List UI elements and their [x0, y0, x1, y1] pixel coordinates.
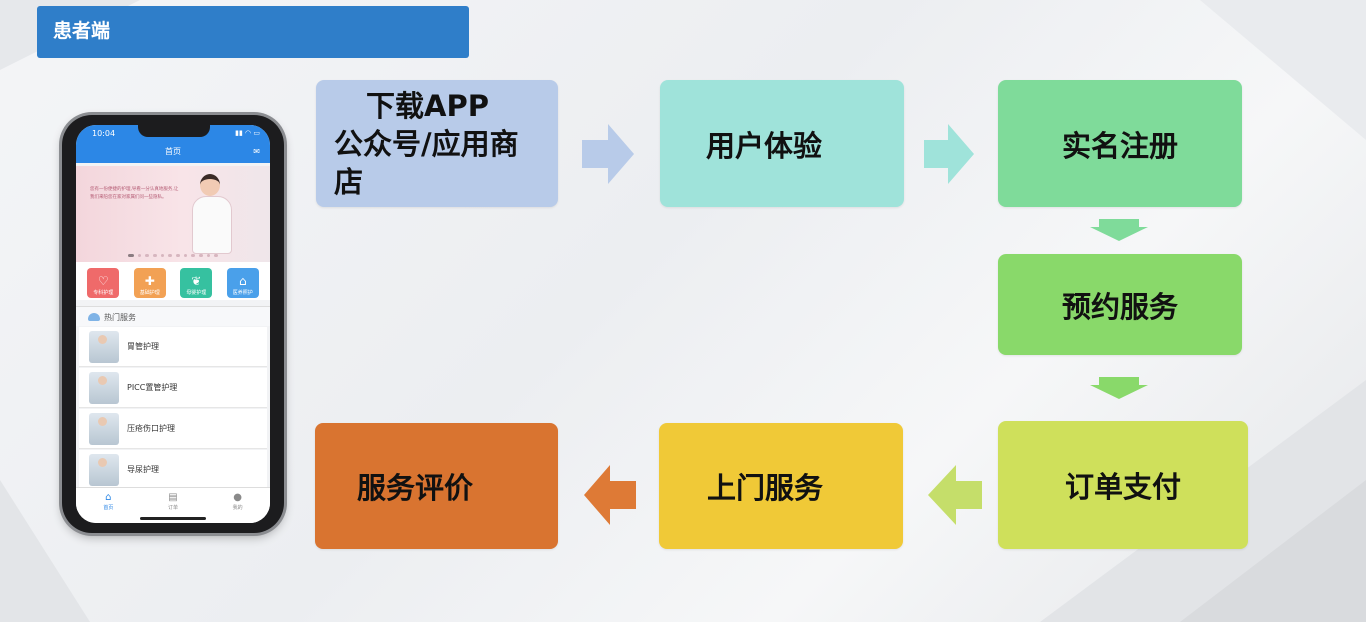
section-header: 患者端: [37, 6, 469, 58]
tab-profile[interactable]: ● 我的: [233, 492, 243, 523]
step-download-line3: 店: [334, 163, 363, 201]
home-icon: ⌂: [105, 492, 111, 504]
list-item[interactable]: 压疮伤口护理: [79, 409, 267, 449]
arrow-right-icon: [924, 124, 974, 184]
tab-label: 首页: [103, 504, 113, 511]
step-appointment: 预约服务: [998, 254, 1242, 355]
list-item[interactable]: 胃管护理: [79, 327, 267, 367]
hot-services-title: 热门服务: [104, 313, 136, 322]
first-aid-icon: ✚ 基础护理: [134, 268, 166, 298]
tab-label: 订单: [168, 504, 178, 511]
step-service-review: 服务评价: [315, 423, 558, 549]
step-label: 预约服务: [1062, 284, 1178, 326]
banner-pagination: [128, 254, 218, 258]
quick-entry-label: 专科护理: [93, 289, 113, 296]
step-label: 订单支付: [1065, 464, 1181, 506]
quick-entry-label: 母婴护理: [186, 289, 206, 296]
step-real-name-register: 实名注册: [998, 80, 1242, 207]
service-list: 胃管护理 PICC置管护理 压疮伤口护理 导尿护理: [76, 327, 270, 490]
hands-icon: ❦ 母婴护理: [180, 268, 212, 298]
order-icon: ▤: [168, 492, 177, 504]
phone-frame: 10:04 ▮▮ ◠ ▭ 首页 ✉ 您有一份便捷的护理,导看一分认真地服务,让我…: [62, 115, 284, 533]
arrow-right-icon: [582, 124, 634, 184]
step-order-payment: 订单支付: [998, 421, 1248, 549]
quick-entry-label: 基础护理: [140, 289, 160, 296]
phone-screen: 10:04 ▮▮ ◠ ▭ 首页 ✉ 您有一份便捷的护理,导看一分认真地服务,让我…: [76, 125, 270, 523]
step-home-visit: 上门服务: [659, 423, 903, 549]
bottom-tab-bar: ⌂ 首页 ▤ 订单 ● 我的: [76, 487, 270, 523]
user-icon: ●: [233, 492, 242, 504]
service-name: 压疮伤口护理: [127, 423, 175, 434]
status-time: 10:04: [92, 129, 115, 138]
service-thumbnail: [89, 331, 119, 363]
home-indicator: [140, 517, 206, 520]
service-name: 胃管护理: [127, 341, 159, 352]
arrow-left-icon: [584, 465, 636, 525]
tab-home[interactable]: ⌂ 首页: [103, 492, 113, 523]
step-user-experience: 用户体验: [660, 80, 904, 207]
quick-entry-label: 医养照护: [233, 289, 253, 296]
step-download-app: 下载APP 公众号/应用商 店: [316, 80, 558, 207]
nurse-image-body: [192, 196, 232, 254]
promo-banner[interactable]: 您有一份便捷的护理,导看一分认真地服务,让我们来陪您在家对家属们问一些隐私。: [76, 166, 270, 262]
quick-entry-row: ♡ 专科护理 ✚ 基础护理 ❦ 母婴护理: [76, 262, 270, 300]
step-download-line1: 下载APP: [334, 87, 489, 125]
step-label: 实名注册: [1062, 123, 1178, 165]
app-nav-bar: 首页 ✉: [76, 143, 270, 163]
home-care-icon: ⌂ 医养照护: [227, 268, 259, 298]
list-item[interactable]: PICC置管护理: [79, 368, 267, 408]
heart-icon: ♡ 专科护理: [87, 268, 119, 298]
quick-entry-specialty[interactable]: ♡ 专科护理: [87, 268, 119, 298]
signal-battery-icon: ▮▮ ◠ ▭: [235, 129, 260, 137]
banner-text: 您有一份便捷的护理,导看一分认真地服务,让我们来陪您在家对家属们问一些隐私。: [90, 186, 180, 202]
section-header-title: 患者端: [53, 20, 110, 42]
step-label: 用户体验: [706, 123, 822, 165]
phone-notch: [138, 125, 210, 137]
service-thumbnail: [89, 454, 119, 486]
service-name: PICC置管护理: [127, 382, 177, 393]
quick-entry-basic[interactable]: ✚ 基础护理: [134, 268, 166, 298]
service-thumbnail: [89, 413, 119, 445]
app-nav-title: 首页: [165, 147, 181, 156]
arrow-down-icon: [1090, 219, 1148, 241]
list-item[interactable]: 导尿护理: [79, 450, 267, 490]
arrow-down-icon: [1090, 377, 1148, 399]
hot-services-header: 热门服务: [76, 306, 270, 326]
quick-entry-maternal[interactable]: ❦ 母婴护理: [180, 268, 212, 298]
step-label: 上门服务: [707, 465, 823, 507]
quick-entry-eldercare[interactable]: ⌂ 医养照护: [227, 268, 259, 298]
step-download-line2: 公众号/应用商: [334, 125, 519, 163]
step-label: 服务评价: [357, 465, 473, 507]
phone-mockup: 10:04 ▮▮ ◠ ▭ 首页 ✉ 您有一份便捷的护理,导看一分认真地服务,让我…: [62, 115, 284, 535]
service-name: 导尿护理: [127, 464, 159, 475]
message-icon[interactable]: ✉: [253, 143, 260, 161]
nurse-image-head: [200, 174, 220, 196]
service-thumbnail: [89, 372, 119, 404]
arrow-left-icon: [928, 465, 982, 525]
tab-label: 我的: [233, 504, 243, 511]
phone-status-bar: 10:04 ▮▮ ◠ ▭: [76, 125, 270, 143]
